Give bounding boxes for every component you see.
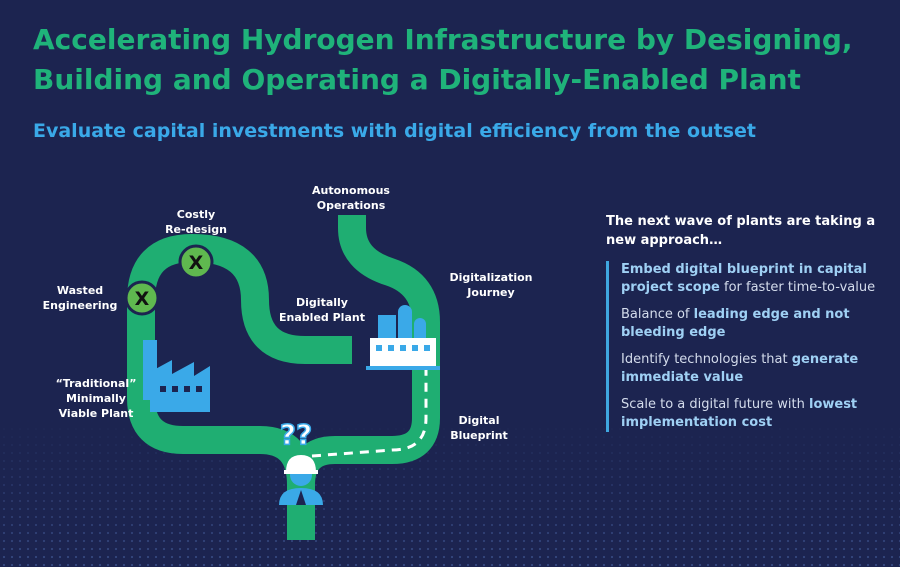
label-digital-blueprint: Digital Blueprint xyxy=(450,414,508,442)
label-traditional-plant: “Traditional” Minimally Viable Plant xyxy=(55,377,137,420)
approach-item: Balance of leading edge and not bleeding… xyxy=(621,307,850,340)
label-digitally-enabled-plant: Digitally Enabled Plant xyxy=(279,296,365,324)
x-marker-icon: X xyxy=(124,280,160,316)
approach-list: Embed digital blueprint in capital proje… xyxy=(606,261,891,432)
digital-blueprint-dashes xyxy=(311,360,428,458)
x-marker-icon: X xyxy=(178,244,214,280)
approach-panel: The next wave of plants are taking a new… xyxy=(606,212,891,441)
label-costly-redesign: Costly Re-design xyxy=(165,208,227,236)
x-marker-wasted: X xyxy=(135,288,150,310)
factory-icon xyxy=(143,340,210,412)
approach-heading: The next wave of plants are taking a new… xyxy=(606,214,876,248)
approach-item: Embed digital blueprint in capital proje… xyxy=(621,262,876,295)
label-autonomous-operations: Autonomous Operations xyxy=(312,184,390,212)
page-subtitle: Evaluate capital investments with digita… xyxy=(33,120,757,142)
refinery-icon xyxy=(366,305,440,370)
label-wasted-engineering: Wasted Engineering xyxy=(42,284,118,312)
question-marks: ?? xyxy=(280,418,312,451)
approach-item: Scale to a digital future with lowest im… xyxy=(621,397,858,430)
traditional-path xyxy=(127,234,352,540)
label-digitalization-journey: Digitalization Journey xyxy=(449,271,533,299)
page-title: Accelerating Hydrogen Infrastructure by … xyxy=(33,23,853,96)
digital-path xyxy=(287,214,440,486)
approach-item: Identify technologies that generate imme… xyxy=(621,352,859,385)
x-marker-redesign: X xyxy=(189,252,204,274)
engineer-icon: ?? xyxy=(279,417,323,505)
